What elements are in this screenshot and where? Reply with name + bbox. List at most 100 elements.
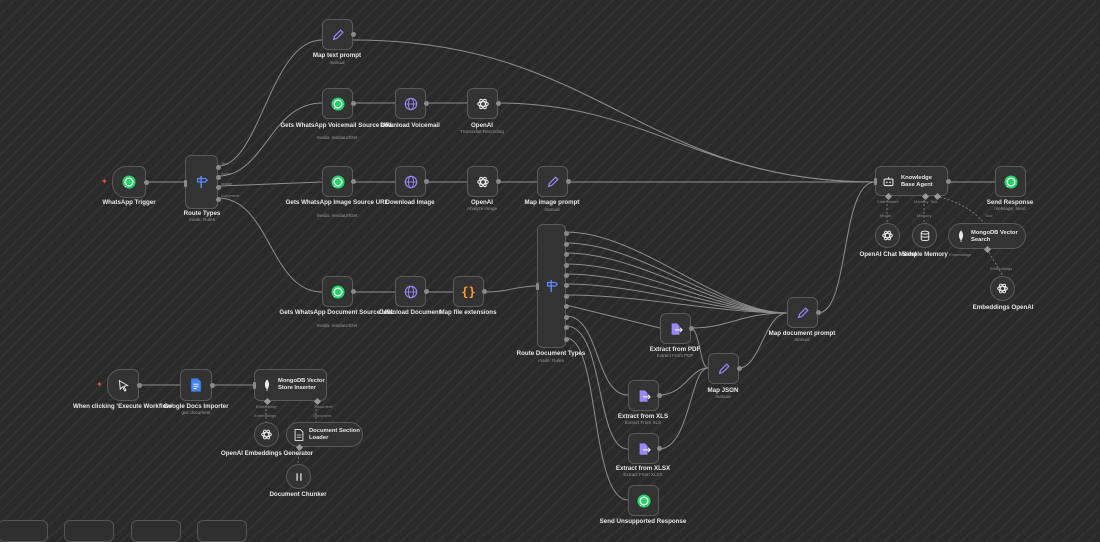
node-map-text-prompt[interactable] bbox=[322, 19, 356, 50]
wire-route-text bbox=[217, 39, 323, 167]
node-mongodb-vector-search[interactable]: MongoDB Vector Search bbox=[948, 223, 1026, 254]
offscreen-node[interactable] bbox=[64, 520, 114, 542]
node-download-image[interactable] bbox=[395, 166, 429, 197]
output-port[interactable] bbox=[424, 101, 429, 106]
node-subtitle: get: document bbox=[181, 410, 211, 415]
node-gets-document-url[interactable] bbox=[322, 276, 356, 307]
output-port[interactable] bbox=[657, 446, 662, 451]
offscreen-node[interactable] bbox=[0, 520, 48, 542]
node-openai-analyze[interactable] bbox=[467, 166, 501, 197]
output-port[interactable] bbox=[564, 242, 569, 247]
output-port[interactable] bbox=[496, 179, 501, 184]
openai-icon bbox=[475, 174, 491, 190]
output-port[interactable] bbox=[564, 283, 569, 288]
output-port[interactable] bbox=[216, 175, 221, 180]
output-port[interactable] bbox=[210, 383, 215, 388]
node-document-section-loader[interactable]: Document Section Loader bbox=[286, 422, 363, 452]
node-whatsapp-trigger[interactable] bbox=[112, 166, 149, 198]
node-openai-chat-model[interactable] bbox=[875, 223, 900, 248]
node-map-document-prompt[interactable] bbox=[787, 297, 821, 328]
whatsapp-icon bbox=[330, 284, 346, 300]
output-port[interactable] bbox=[657, 393, 662, 398]
node-openai-embeddings-generator[interactable] bbox=[254, 422, 279, 447]
output-port[interactable] bbox=[482, 289, 487, 294]
output-port[interactable] bbox=[216, 197, 221, 202]
node-download-document[interactable] bbox=[395, 276, 429, 307]
whatsapp-icon bbox=[330, 96, 346, 112]
node-map-json[interactable] bbox=[708, 353, 742, 384]
node-route-types[interactable] bbox=[184, 155, 221, 209]
node-gets-image-url[interactable] bbox=[322, 166, 356, 197]
database-icon bbox=[917, 228, 933, 244]
output-port[interactable] bbox=[564, 252, 569, 257]
wire-route-document bbox=[217, 197, 323, 293]
node-simple-memory[interactable] bbox=[912, 223, 937, 248]
node-title: Google Docs Importer bbox=[163, 403, 229, 410]
output-port[interactable] bbox=[946, 179, 951, 184]
node-embeddings-openai[interactable] bbox=[990, 276, 1015, 301]
output-port[interactable] bbox=[496, 101, 501, 106]
node-google-docs-importer[interactable] bbox=[180, 369, 215, 401]
node-title: OpenAI Embeddings Generator bbox=[220, 450, 314, 457]
output-port[interactable] bbox=[564, 304, 569, 309]
offscreen-node[interactable] bbox=[131, 520, 181, 542]
port-label: Document bbox=[313, 413, 332, 418]
output-port[interactable] bbox=[137, 383, 142, 388]
output-port[interactable] bbox=[564, 325, 569, 330]
output-port[interactable] bbox=[689, 326, 694, 331]
output-port[interactable] bbox=[564, 273, 569, 278]
output-port[interactable] bbox=[566, 179, 571, 184]
node-map-file-extensions[interactable]: {} bbox=[453, 276, 487, 307]
node-openai-transcribe[interactable] bbox=[467, 88, 501, 119]
node-manual-trigger[interactable] bbox=[107, 369, 142, 401]
port-label: Memory bbox=[914, 199, 929, 204]
cursor-icon bbox=[115, 377, 131, 393]
output-port[interactable] bbox=[816, 310, 821, 315]
node-title: Document Chunker bbox=[269, 491, 327, 498]
node-route-document-types[interactable] bbox=[536, 224, 569, 348]
port-label: Embeddings bbox=[254, 413, 277, 418]
globe-icon bbox=[403, 96, 419, 112]
port-label: Tool bbox=[930, 199, 938, 204]
output-port[interactable] bbox=[564, 315, 569, 320]
node-mongodb-vector-store-inserter[interactable]: MongoDB Vector Store Inserter bbox=[253, 369, 327, 406]
node-knowledge-base-agent[interactable]: Knowledge Base Agent bbox=[874, 166, 951, 201]
input-port[interactable] bbox=[536, 283, 539, 290]
output-port[interactable] bbox=[351, 32, 356, 37]
output-port[interactable] bbox=[564, 294, 569, 299]
openai-icon bbox=[475, 96, 491, 112]
node-title: When clicking ‘Execute Workflow’ bbox=[73, 403, 173, 410]
openai-icon bbox=[259, 427, 275, 443]
node-map-image-prompt[interactable] bbox=[537, 166, 571, 197]
output-port[interactable] bbox=[564, 263, 569, 268]
node-extract-xls[interactable] bbox=[628, 380, 662, 411]
input-port[interactable] bbox=[874, 178, 877, 185]
node-title: Embeddings OpenAI bbox=[972, 304, 1034, 311]
output-port[interactable] bbox=[737, 366, 742, 371]
node-title: WhatsApp Trigger bbox=[102, 199, 156, 206]
input-port[interactable] bbox=[184, 180, 187, 187]
node-download-voicemail[interactable] bbox=[395, 88, 429, 119]
input-port[interactable] bbox=[253, 382, 256, 389]
output-port[interactable] bbox=[216, 165, 221, 170]
chunker-icon bbox=[291, 469, 307, 485]
node-send-response[interactable] bbox=[995, 166, 1026, 197]
node-extract-pdf[interactable] bbox=[660, 313, 694, 344]
output-port[interactable] bbox=[351, 179, 356, 184]
output-port[interactable] bbox=[351, 289, 356, 294]
output-port[interactable] bbox=[144, 180, 149, 185]
whatsapp-icon bbox=[1003, 174, 1019, 190]
offscreen-node[interactable] bbox=[197, 520, 247, 542]
output-port[interactable] bbox=[424, 289, 429, 294]
output-port[interactable] bbox=[564, 231, 569, 236]
node-send-unsupported[interactable] bbox=[628, 485, 659, 516]
output-port[interactable] bbox=[424, 179, 429, 184]
node-title: Send Unsupported Response bbox=[599, 518, 687, 525]
node-extract-xlsx[interactable] bbox=[628, 433, 662, 464]
output-port[interactable] bbox=[216, 185, 221, 190]
output-port[interactable] bbox=[564, 337, 569, 342]
node-title: Send Response bbox=[986, 199, 1034, 206]
node-document-chunker[interactable] bbox=[286, 464, 311, 489]
node-gets-voicemail-url[interactable] bbox=[322, 88, 356, 119]
output-port[interactable] bbox=[351, 101, 356, 106]
